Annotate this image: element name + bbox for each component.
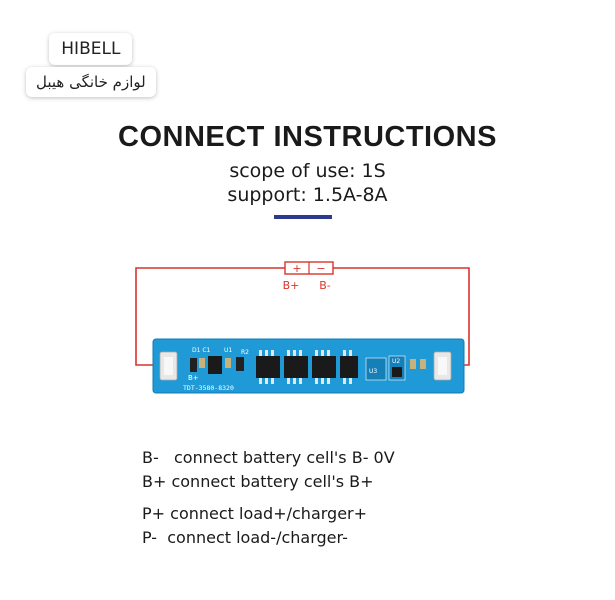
mosfet-group: [256, 356, 358, 378]
silk-u3: U3: [369, 368, 377, 375]
silk-d1c1: D1 C1: [192, 347, 211, 354]
instructions-list: B- connect battery cell's B- 0V B+ conne…: [142, 446, 395, 550]
silk-u1: U1: [224, 347, 232, 354]
watermark-brand: HIBELL: [49, 33, 133, 65]
component-r2: [236, 357, 244, 371]
component-r1: [225, 358, 231, 368]
instruction-gap: [142, 494, 395, 502]
mosfet-2: [284, 356, 308, 378]
instruction-pminus: P- connect load-/charger-: [142, 528, 348, 547]
component-c3: [420, 359, 426, 369]
component-u3-area: [365, 357, 387, 381]
label-bminus: B-: [319, 279, 331, 292]
pad-bminus-inner: [438, 357, 447, 375]
watermark: HIBELL لوازم خانگی هیبل: [26, 33, 156, 97]
component-u1: [208, 356, 222, 374]
silk-bplus: B+: [188, 374, 199, 382]
battery-plus-sign: +: [292, 262, 301, 275]
battery-minus-sign: −: [316, 262, 325, 275]
wiring-diagram: + − B+ B- D1 C1 U1 R2 B+ TDT-3580-8320 U…: [135, 261, 470, 394]
silk-r2: R2: [241, 349, 249, 356]
mosfet-1: [256, 356, 280, 378]
watermark-brand-persian: لوازم خانگی هیبل: [26, 67, 156, 97]
pad-bplus-inner: [164, 357, 173, 375]
silk-code: TDT-3580-8320: [183, 384, 234, 392]
support-text: support: 1.5A-8A: [227, 184, 388, 206]
mosfet-3: [312, 356, 336, 378]
component-d1: [190, 358, 197, 372]
label-bplus: B+: [283, 279, 300, 292]
instruction-pplus: P+ connect load+/charger+: [142, 504, 368, 523]
scope-text: scope of use: 1S: [229, 160, 386, 182]
pcb-board-edge: [152, 338, 465, 394]
component-c1: [199, 358, 205, 368]
title-underline: [274, 215, 332, 219]
silk-u2: U2: [392, 358, 400, 365]
instruction-bminus: B- connect battery cell's B- 0V: [142, 448, 395, 467]
component-c2: [410, 359, 416, 369]
mosfet-pins: [259, 350, 352, 384]
mosfet-4: [340, 356, 358, 378]
instruction-bplus: B+ connect battery cell's B+: [142, 472, 374, 491]
page-title: CONNECT INSTRUCTIONS: [118, 121, 497, 153]
component-u2: [392, 367, 402, 377]
wire-bplus: [135, 267, 285, 366]
